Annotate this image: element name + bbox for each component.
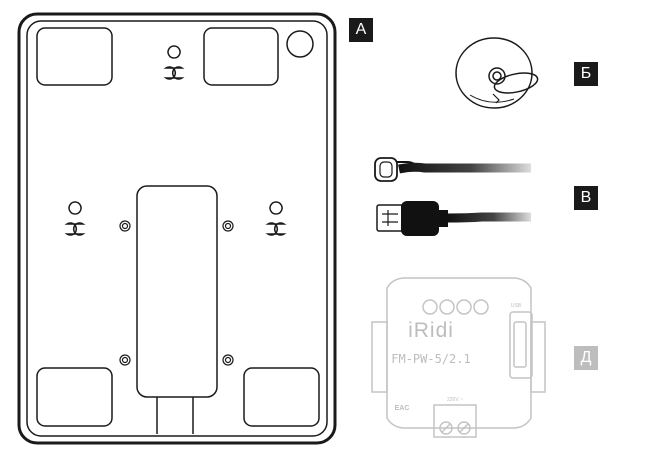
label-badge-a: A <box>349 18 373 42</box>
module-usb-label: USB <box>511 303 522 309</box>
label-badge-d: Д <box>574 346 598 370</box>
wall-mount-plate-icon <box>17 12 337 445</box>
usb-a-cable-icon <box>376 201 531 236</box>
module-model-text: FM-PW-5/2.1 <box>391 352 470 366</box>
power-module-icon <box>371 277 546 438</box>
suction-cup-icon <box>455 37 539 109</box>
module-eac-mark: EAC <box>395 405 410 412</box>
usb-c-cable-icon <box>374 157 531 182</box>
label-badge-v: В <box>574 186 598 210</box>
label-badge-b: Б <box>574 62 598 86</box>
module-voltage-label: 220V ~ <box>447 397 463 403</box>
module-brand-text: iRidi <box>408 319 454 342</box>
